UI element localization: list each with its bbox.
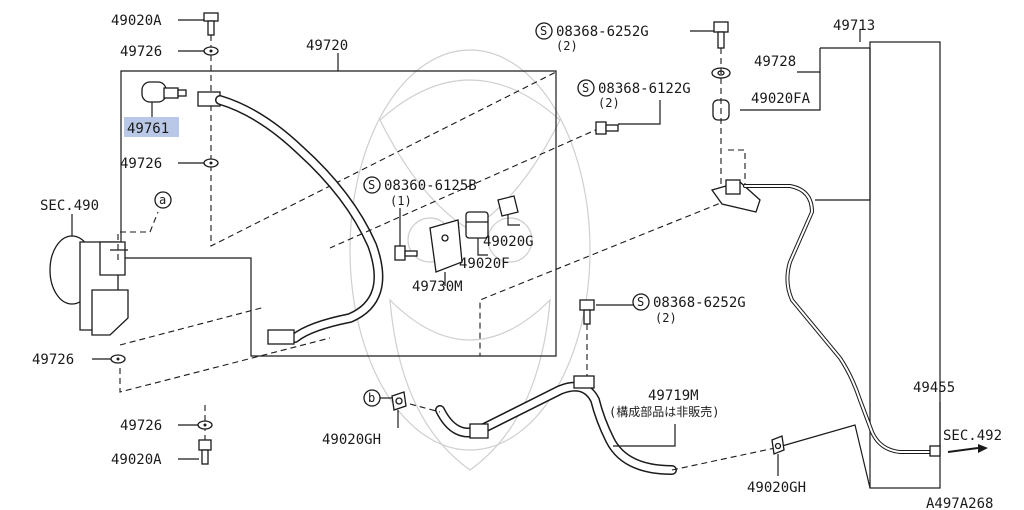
label-callout-b: b: [368, 391, 375, 405]
label-bracket: 49730M: [412, 279, 463, 295]
label-bolt-center-qty: (2): [556, 39, 578, 53]
label-bolt-center: 08368-6252G: [556, 24, 649, 40]
label-washer-2: 49726: [120, 156, 162, 172]
label-bolt-top: 49020A: [111, 13, 162, 29]
label-clip-gh-left: 49020GH: [322, 432, 381, 448]
washer-icon: [197, 420, 213, 430]
leader-49728: [797, 48, 821, 73]
pressure-switch-icon: [141, 81, 187, 103]
s-mark-text: S: [637, 295, 644, 309]
hose-assembly-frame: [120, 70, 557, 357]
washer-icon: [203, 158, 219, 168]
label-hose-assembly: 49720: [306, 38, 348, 54]
label-bolt-lower: 08368-6252G: [653, 295, 746, 311]
clamp-f-icon: [465, 211, 489, 239]
tube-assembly-frame: [869, 41, 941, 489]
return-hose-icon: [435, 375, 677, 475]
bolt-49020a-bottom-icon: [198, 439, 212, 465]
s-mark-text: S: [582, 81, 589, 95]
label-rack-ref: SEC.492: [943, 428, 1002, 444]
pressure-switch-highlight: [124, 117, 179, 137]
watermark-emblem: [349, 49, 591, 471]
s-mark-text: S: [368, 178, 375, 192]
label-return-tube: 49455: [913, 380, 955, 396]
guide-left-lower: [119, 337, 331, 393]
label-washer-4: 49726: [120, 418, 162, 434]
label-bolt-small-qty: (2): [598, 96, 620, 110]
clamp-g-icon: [497, 195, 520, 226]
power-steering-pump-icon: [49, 235, 129, 336]
bolt-center-top-icon: [713, 21, 729, 49]
s-mark-icon: [577, 79, 595, 97]
leader-49020fa: [740, 72, 821, 111]
clip-left-icon: [391, 391, 407, 411]
bolt-small-icon: [595, 121, 619, 135]
label-bolt-bottom: 49020A: [111, 452, 162, 468]
washer-icon: [203, 46, 219, 56]
s-mark-text: S: [540, 24, 547, 38]
washer-icon: [110, 354, 126, 364]
label-screw-mid: 08360-6125B: [384, 178, 477, 194]
guide-right-box: [728, 149, 746, 190]
screw-icon: [394, 245, 418, 261]
label-clamp-g: 49020G: [483, 234, 534, 250]
pressure-hose-icon: [197, 91, 384, 345]
callout-a-circle: [154, 191, 172, 209]
label-return-note: (構成部品は非販売): [609, 404, 719, 419]
label-washer-right: 49728: [754, 54, 796, 70]
s-mark-icon: [632, 293, 650, 311]
bolt-49020a-top-icon: [203, 12, 219, 36]
label-clamp-f: 49020F: [459, 256, 510, 272]
bolt-lower-icon: [579, 299, 595, 325]
label-diagram-id: A497A268: [926, 496, 993, 510]
clip-right-icon: [771, 435, 785, 455]
guide-clip-left: [409, 403, 441, 413]
label-pressure-switch: 49761: [127, 121, 169, 137]
leader-49719m: [613, 424, 676, 447]
label-return-hose: 49719M: [648, 388, 699, 404]
guide-center-lower: [479, 199, 729, 356]
arrow-line: [947, 447, 979, 453]
label-washer-3: 49726: [32, 352, 74, 368]
guide-clip-right: [671, 447, 776, 471]
leader-bolt-small: [618, 100, 661, 125]
label-grommet-right: 49020FA: [751, 91, 811, 107]
tube-bracket-icon: [710, 179, 761, 213]
label-clip-gh-right: 49020GH: [747, 480, 806, 496]
label-tube-assembly: 49713: [833, 18, 875, 34]
guide-left-mid: [119, 306, 266, 346]
s-mark-icon: [535, 22, 553, 40]
label-bolt-small: 08368-6122G: [598, 81, 691, 97]
label-callout-a: a: [159, 193, 166, 207]
leader-tube-body: [815, 48, 871, 201]
bracket-icon: [429, 219, 463, 273]
label-pump-ref: SEC.490: [40, 198, 99, 214]
return-tube-icon: [743, 184, 941, 457]
leader-clip-right-frame: [774, 424, 871, 489]
label-screw-mid-qty: (1): [390, 194, 412, 208]
s-mark-icon: [363, 176, 381, 194]
label-bolt-lower-qty: (2): [655, 311, 677, 325]
guide-callout-a: [117, 211, 159, 260]
arrow-right-icon: [978, 444, 988, 453]
label-washer-1: 49726: [120, 44, 162, 60]
leader-clamp-f: [477, 238, 488, 256]
